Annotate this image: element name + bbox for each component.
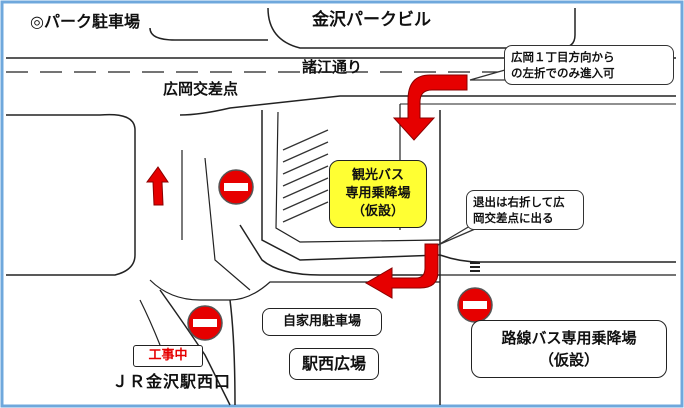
tour-bus-line: （仮設） (351, 204, 404, 219)
exit-rule-line: 退出は右折して広 (473, 195, 565, 209)
entry-rule-line: 広岡１丁目方向から (511, 50, 615, 64)
route-bus-line: （仮設） (538, 351, 599, 369)
street-label: 諸江通り (302, 58, 363, 76)
road-edge (6, 254, 136, 276)
intersection-label: 広岡交差点 (163, 80, 239, 98)
entry-rule-callout: 広岡１丁目方向から の左折でのみ進入可 (504, 45, 674, 85)
entry-rule-line: の左折でのみ進入可 (511, 66, 615, 80)
no-entry-sign-icon (218, 169, 254, 205)
crosswalk (470, 262, 480, 272)
exit-rule-callout: 退出は右折して広 岡交差点に出る (466, 190, 584, 230)
no-entry-sign-icon (457, 287, 493, 323)
tour-bus-area: 観光バス 専用乗降場 （仮設） (329, 160, 427, 228)
private-parking-label: 自家用駐車場 (262, 308, 382, 336)
road-edge (179, 95, 676, 116)
route-bus-area: 路線バス専用乗降場 （仮設） (471, 320, 667, 378)
bus-lot-outline (275, 111, 441, 243)
station-plaza-label: 駅西広場 (289, 348, 379, 380)
tour-bus-line: 観光バス (351, 168, 404, 183)
red-turn-arrow-icon (364, 243, 439, 299)
bus-lot-outline (261, 110, 441, 261)
road-edge (149, 27, 268, 41)
road-edge (229, 299, 236, 406)
road-edge (204, 157, 251, 291)
road-edge (159, 289, 231, 406)
road-edge (139, 299, 161, 346)
route-bus-line: 路線バス専用乗降場 (501, 329, 637, 347)
station-exit-label: ＪＲ金沢駅西口 (112, 372, 232, 391)
red-turn-arrow-icon (392, 74, 468, 141)
no-entry-sign-icon (187, 305, 223, 341)
red-up-arrow-icon (146, 166, 169, 206)
hatched-zone (282, 129, 329, 223)
tour-bus-line: 専用乗降場 (345, 186, 411, 201)
road-edge (239, 224, 440, 276)
building-label: 金沢パークビル (312, 10, 431, 30)
road-edge (439, 254, 676, 263)
parking-corner-label: ◎パーク駐車場 (30, 12, 140, 31)
exit-rule-line: 岡交差点に出る (473, 211, 554, 225)
construction-label: 工事中 (133, 345, 203, 367)
road-edge (6, 113, 136, 255)
